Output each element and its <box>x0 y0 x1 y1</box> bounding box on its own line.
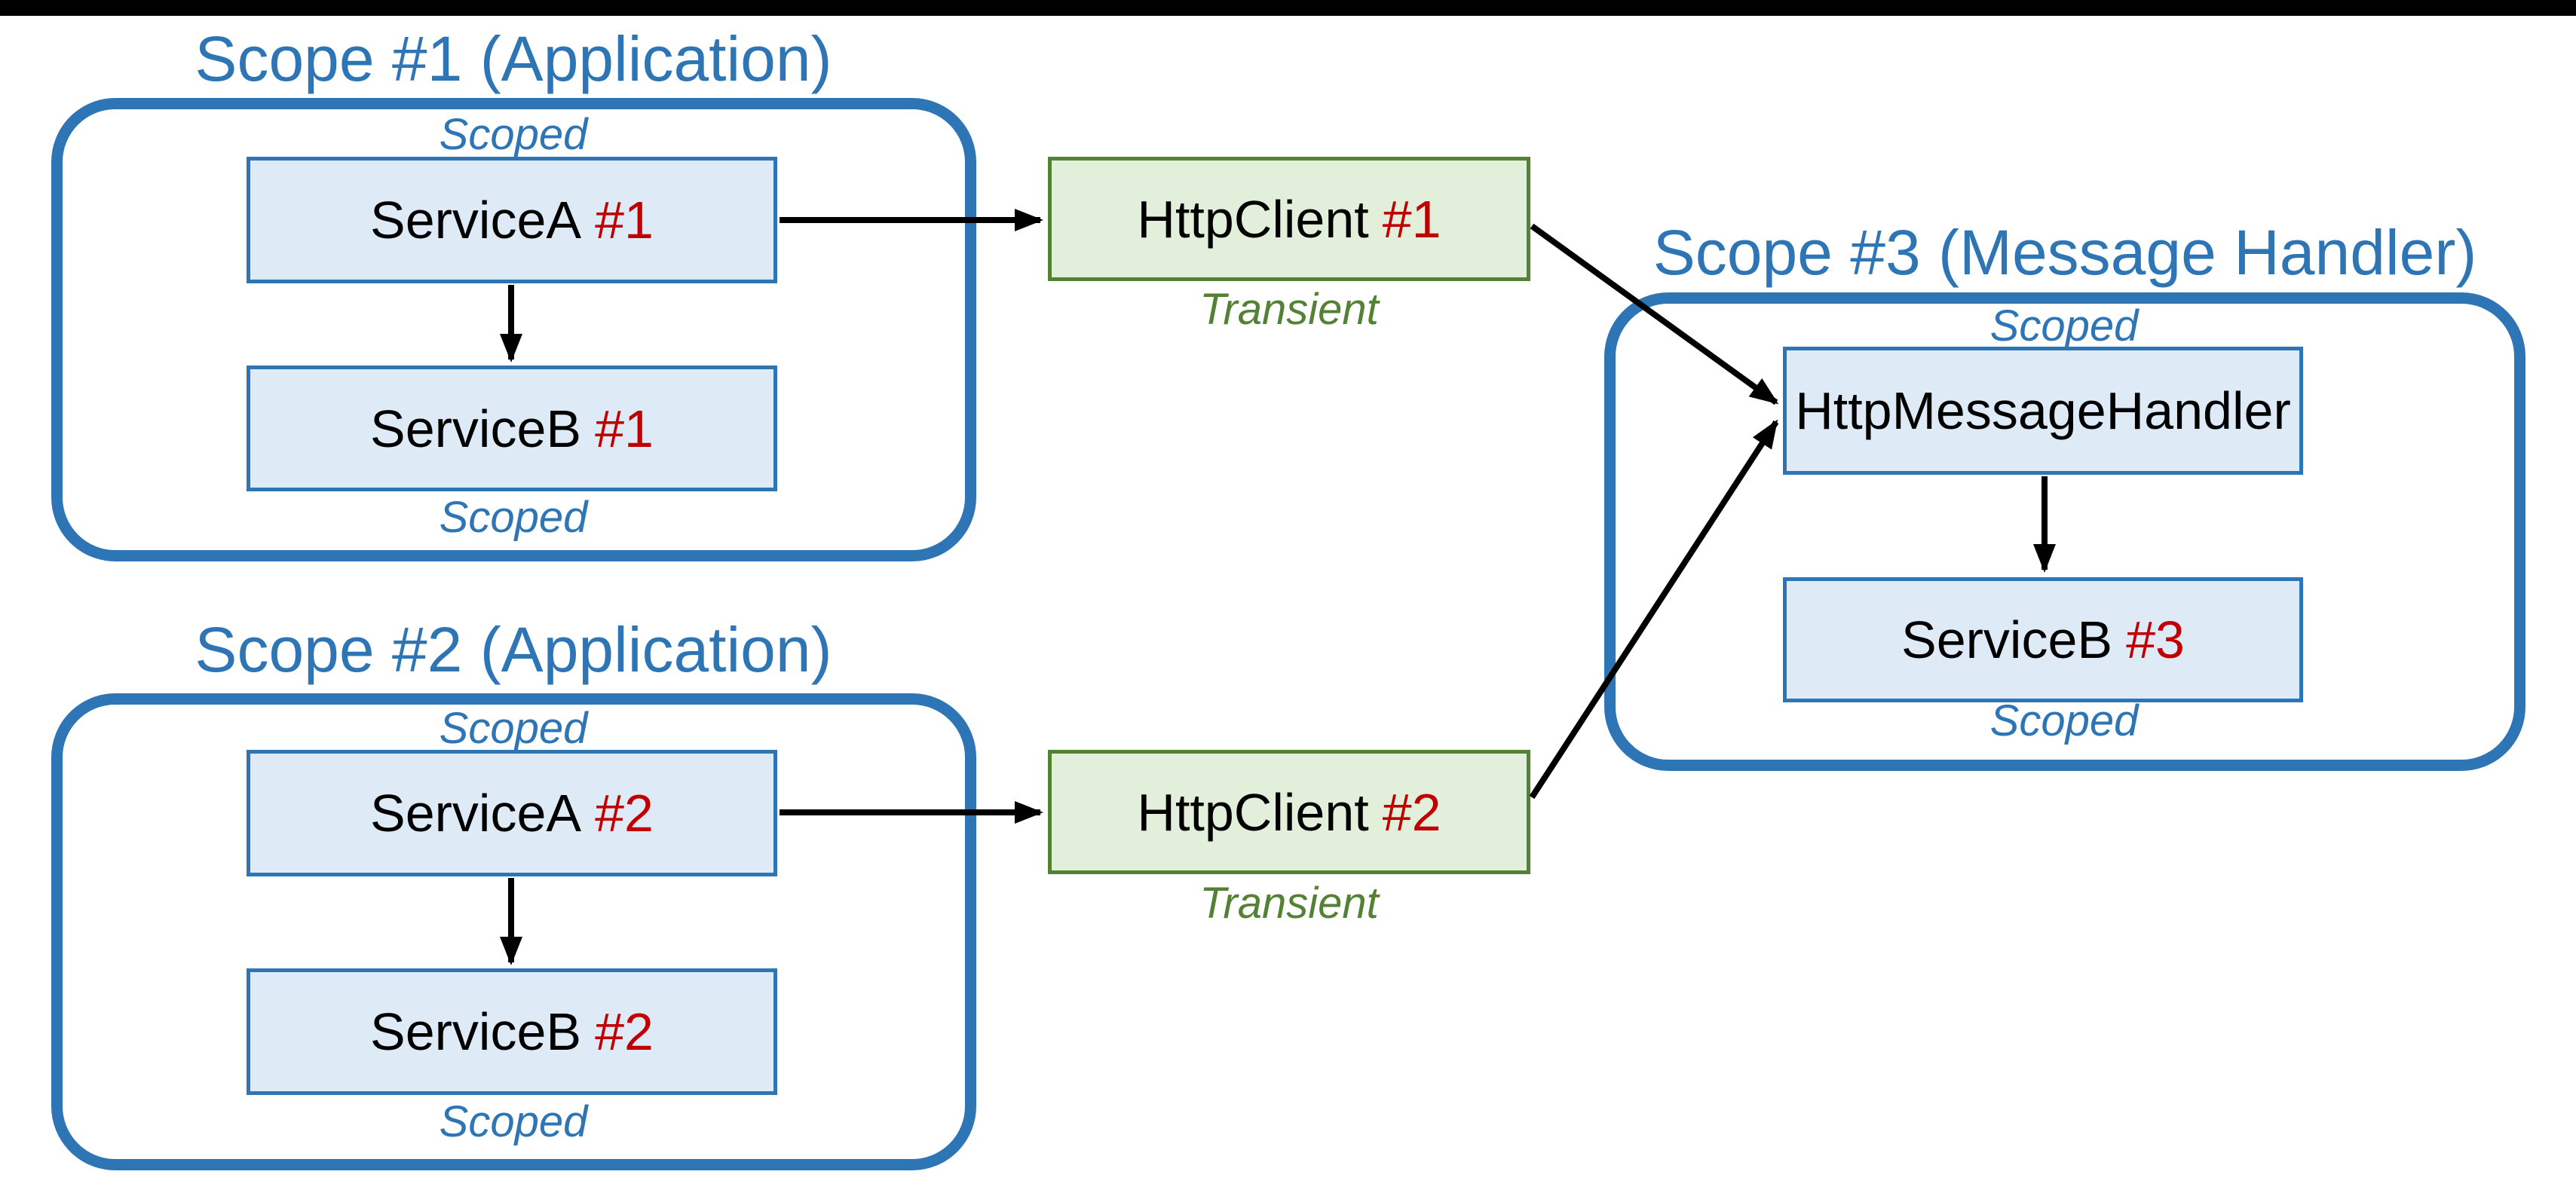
node-httpmessagehandler-label: HttpMessageHandler <box>1795 381 2291 440</box>
node-httpmessagehandler: HttpMessageHandler <box>1783 347 2303 475</box>
node-serviceb2-label: ServiceB <box>370 1002 582 1061</box>
node-servicea2-label: ServiceA <box>370 784 582 843</box>
node-serviceb2: ServiceB #2 <box>247 968 777 1095</box>
node-httpclient2: HttpClient #2 <box>1048 750 1530 874</box>
scope3-title: Scope #3 (Message Handler) <box>1652 217 2477 288</box>
scope3-scoped-bottom-label: Scoped <box>1989 696 2139 745</box>
node-httpclient1: HttpClient #1 <box>1048 157 1530 281</box>
node-httpclient2-badge: #2 <box>1382 782 1441 842</box>
top-black-bar <box>0 0 2576 16</box>
scope1-scoped-top-label: Scoped <box>439 110 588 159</box>
node-servicea1: ServiceA #1 <box>247 157 777 283</box>
node-servicea1-label: ServiceA <box>370 191 582 249</box>
scope2-scoped-top-label: Scoped <box>439 704 588 753</box>
node-servicea2-badge: #2 <box>595 784 654 843</box>
scope3-scoped-top-label: Scoped <box>1989 301 2139 350</box>
node-servicea2: ServiceA #2 <box>247 750 777 876</box>
scope3-container <box>1604 292 2525 771</box>
scope1-scoped-bottom-label: Scoped <box>439 493 588 542</box>
node-httpclient1-badge: #1 <box>1382 189 1441 249</box>
scope2-title: Scope #2 (Application) <box>195 614 832 685</box>
node-serviceb2-badge: #2 <box>595 1002 654 1061</box>
scope1-title: Scope #1 (Application) <box>195 23 832 94</box>
node-serviceb1-badge: #1 <box>595 399 654 458</box>
node-serviceb1-label: ServiceB <box>370 399 582 458</box>
httpclient2-transient-label: Transient <box>1199 879 1379 928</box>
node-serviceb3-label: ServiceB <box>1901 610 2113 669</box>
node-servicea1-badge: #1 <box>595 191 654 249</box>
node-serviceb3: ServiceB #3 <box>1783 577 2303 702</box>
node-serviceb1: ServiceB #1 <box>247 365 777 491</box>
node-httpclient2-label: HttpClient <box>1137 782 1369 842</box>
scope1-container <box>51 98 976 561</box>
scope2-scoped-bottom-label: Scoped <box>439 1097 588 1146</box>
node-serviceb3-badge: #3 <box>2126 610 2185 669</box>
httpclient1-transient-label: Transient <box>1199 285 1379 334</box>
node-httpclient1-label: HttpClient <box>1137 189 1369 249</box>
